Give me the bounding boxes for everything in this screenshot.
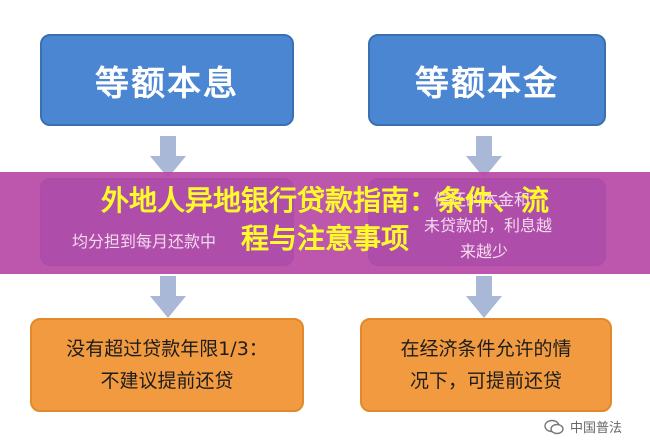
left-bottom-box: 没有超过贷款年限1/3： 不建议提前还贷 — [30, 318, 304, 412]
left-bottom-line2: 不建议提前还贷 — [100, 370, 234, 392]
left-title-box: 等额本息 — [40, 34, 294, 126]
chat-bubble-icon — [544, 419, 564, 434]
left-arrow-down-icon — [150, 136, 186, 178]
watermark: 中国普法 — [544, 417, 622, 436]
right-middle-line3: 来越少 — [460, 242, 509, 261]
left-middle-text: 均分担到每月还款中 — [72, 232, 217, 251]
right-bottom-line2: 况下，可提前还贷 — [409, 370, 562, 392]
right-title: 等额本金 — [415, 63, 559, 104]
left-title: 等额本息 — [95, 63, 239, 104]
banner-title-line2: 程与注意事项 — [240, 222, 409, 255]
right-arrow-down-2-icon — [466, 276, 502, 318]
right-bottom-line1: 在经济条件允许的情 — [400, 338, 572, 360]
right-middle-line1: 偿还的本金和 — [434, 190, 531, 209]
watermark-text: 中国普法 — [569, 421, 622, 436]
left-arrow-down-2-icon — [150, 276, 186, 318]
right-bottom-box: 在经济条件允许的情 况下，可提前还贷 — [360, 318, 612, 412]
right-middle-line2: 未贷款的，利息越 — [424, 216, 553, 235]
overlay-banner — [0, 172, 650, 274]
left-bottom-line1: 没有超过贷款年限1/3： — [66, 338, 268, 360]
right-arrow-down-icon — [466, 136, 502, 178]
right-title-box: 等额本金 — [368, 34, 606, 126]
banner-title-line1: 外地人异地银行贷款指南：条件、流 — [100, 184, 549, 217]
banner-title: 外地人异地银行贷款指南：条件、流 程与注意事项 — [40, 182, 610, 258]
